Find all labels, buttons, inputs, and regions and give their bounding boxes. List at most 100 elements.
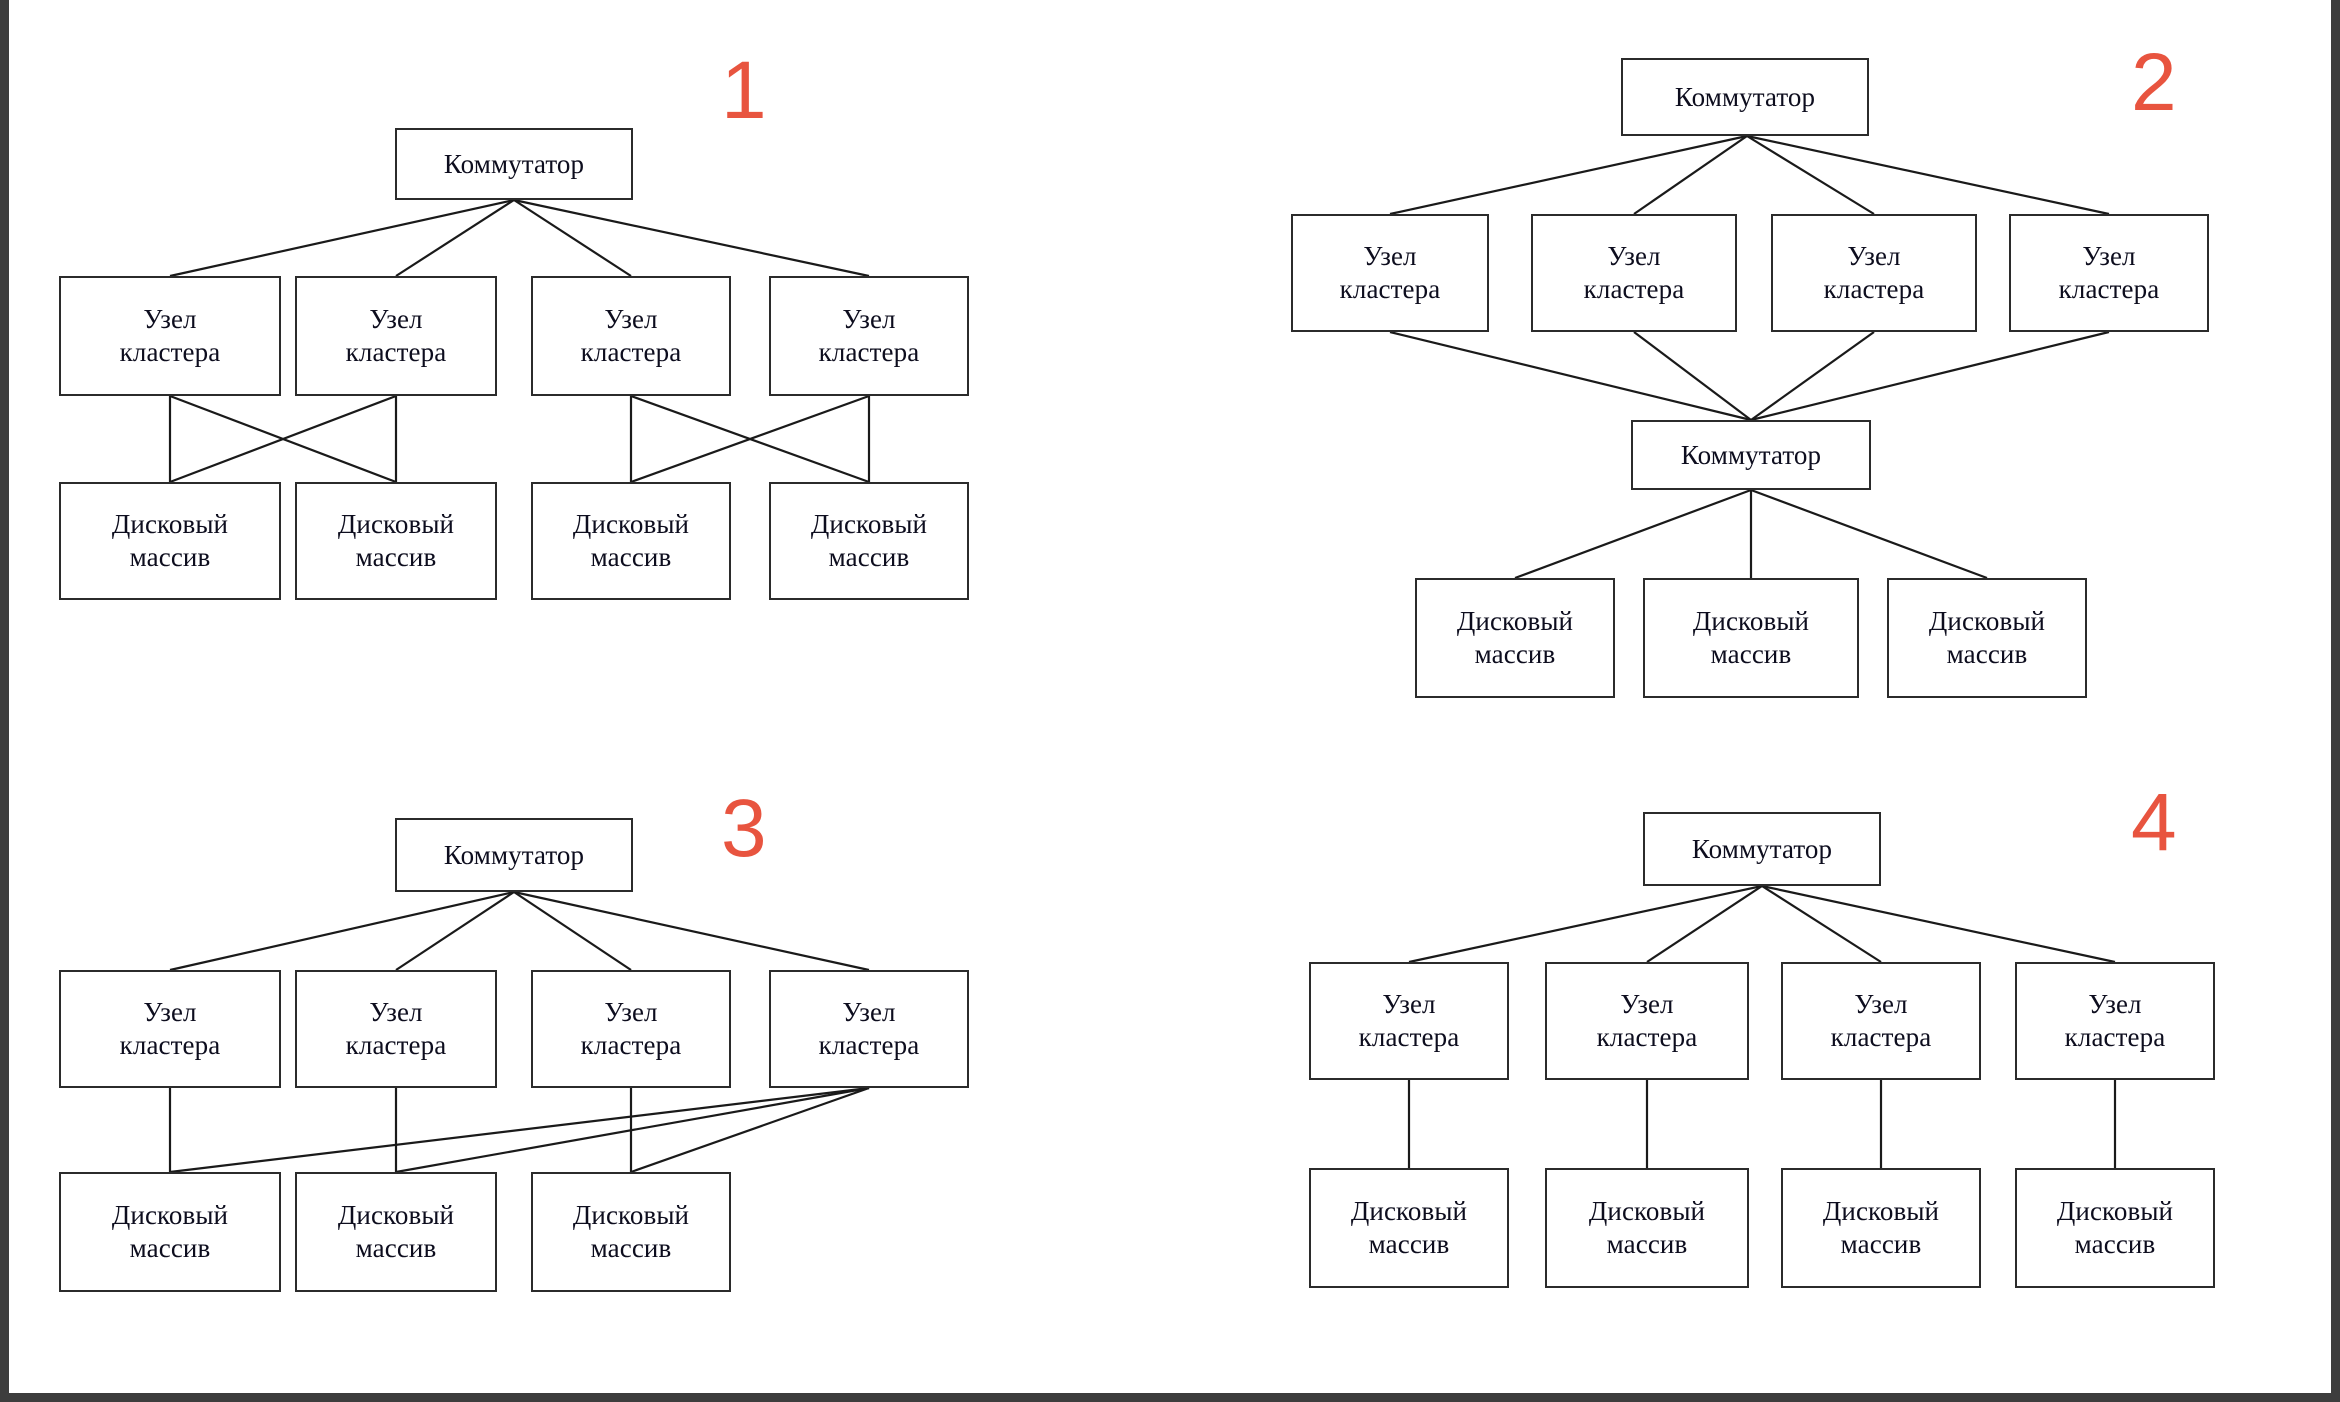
node-label-line2: кластера	[818, 1030, 920, 1060]
d3-switch[interactable]: Коммутатор	[395, 818, 633, 892]
connection-line-d1-2	[513, 199, 632, 277]
node-label-line2: кластера	[580, 337, 682, 367]
d2-switch-top[interactable]: Коммутатор	[1621, 58, 1869, 136]
connection-line-d2-1	[1633, 135, 1748, 215]
connection-line-d3-3	[513, 890, 870, 972]
connection-line-d4-1	[1646, 885, 1763, 963]
node-label-line1: Узел	[369, 997, 423, 1028]
connection-line-d2-10	[1750, 488, 1988, 580]
diagram-number-1: 1	[721, 45, 767, 136]
connection-line-d2-3	[1746, 134, 2110, 216]
node-label-line1: Узел	[2082, 241, 2136, 272]
array-label-line1: Дисковый	[111, 509, 229, 540]
array-label-line2: массив	[2074, 1229, 2156, 1259]
connection-line-d1-1	[395, 199, 515, 277]
array-label-line1: Дисковый	[1350, 1196, 1468, 1227]
connection-line-d2-5	[1633, 331, 1752, 421]
node-label-line1: Узел	[1620, 989, 1674, 1020]
array-label-line1: Дисковый	[337, 1200, 455, 1231]
connection-line-d1-5	[169, 394, 397, 484]
array-label-line2: массив	[1368, 1229, 1450, 1259]
array-label-line1: Дисковый	[572, 509, 690, 540]
connection-line-d2-2	[1746, 135, 1875, 215]
connection-line-d3-1	[395, 891, 515, 971]
connection-line-d4-3	[1761, 884, 2116, 964]
node-label-line2: кластера	[1358, 1022, 1460, 1052]
connection-line-d2-0	[1389, 134, 1748, 216]
connection-line-d1-9	[630, 394, 870, 484]
array-label-line2: массив	[1474, 639, 1556, 669]
connection-line-d3-9	[630, 1086, 870, 1174]
connection-line-d3-2	[513, 891, 632, 971]
switch-label-line1: Коммутатор	[443, 839, 585, 870]
array-label-line2: массив	[129, 1233, 211, 1263]
node-label-line1: Узел	[1607, 241, 1661, 272]
array-label-line1: Дисковый	[337, 509, 455, 540]
array-label-line2: массив	[1710, 639, 1792, 669]
array-label-line1: Дисковый	[111, 1200, 229, 1231]
array-label-line2: массив	[828, 542, 910, 572]
d4-switch[interactable]: Коммутатор	[1643, 812, 1881, 886]
node-label-line2: кластера	[119, 337, 221, 367]
node-label-line2: кластера	[1339, 274, 1441, 304]
connection-line-d3-0	[169, 890, 515, 972]
connection-line-d3-7	[169, 1086, 870, 1174]
node-label-line1: Узел	[842, 304, 896, 335]
connection-line-d1-6	[169, 394, 397, 484]
array-label-line2: массив	[1946, 639, 2028, 669]
connection-line-d1-3	[513, 198, 870, 278]
node-label-line1: Узел	[604, 997, 658, 1028]
node-label-line1: Узел	[1363, 241, 1417, 272]
d1-switch[interactable]: Коммутатор	[395, 128, 633, 200]
node-label-line2: кластера	[345, 337, 447, 367]
array-label-line1: Дисковый	[1928, 606, 2046, 637]
connection-line-d4-2	[1761, 885, 1882, 963]
node-label-line2: кластера	[1583, 274, 1685, 304]
array-label-line1: Дисковый	[572, 1200, 690, 1231]
diagram-number-3: 3	[721, 783, 767, 874]
node-label-line2: кластера	[1830, 1022, 1932, 1052]
switch-label-line1: Коммутатор	[1674, 81, 1816, 112]
array-label-line1: Дисковый	[1822, 1196, 1940, 1227]
node-label-line2: кластера	[345, 1030, 447, 1060]
d2-switch-bottom[interactable]: Коммутатор	[1631, 420, 1871, 490]
connection-line-d3-8	[395, 1086, 870, 1174]
diagram-number-4: 4	[2131, 777, 2177, 868]
node-label-line2: кластера	[818, 337, 920, 367]
node-label-line2: кластера	[2058, 274, 2160, 304]
array-label-line2: массив	[129, 542, 211, 572]
node-label-line2: кластера	[1823, 274, 1925, 304]
